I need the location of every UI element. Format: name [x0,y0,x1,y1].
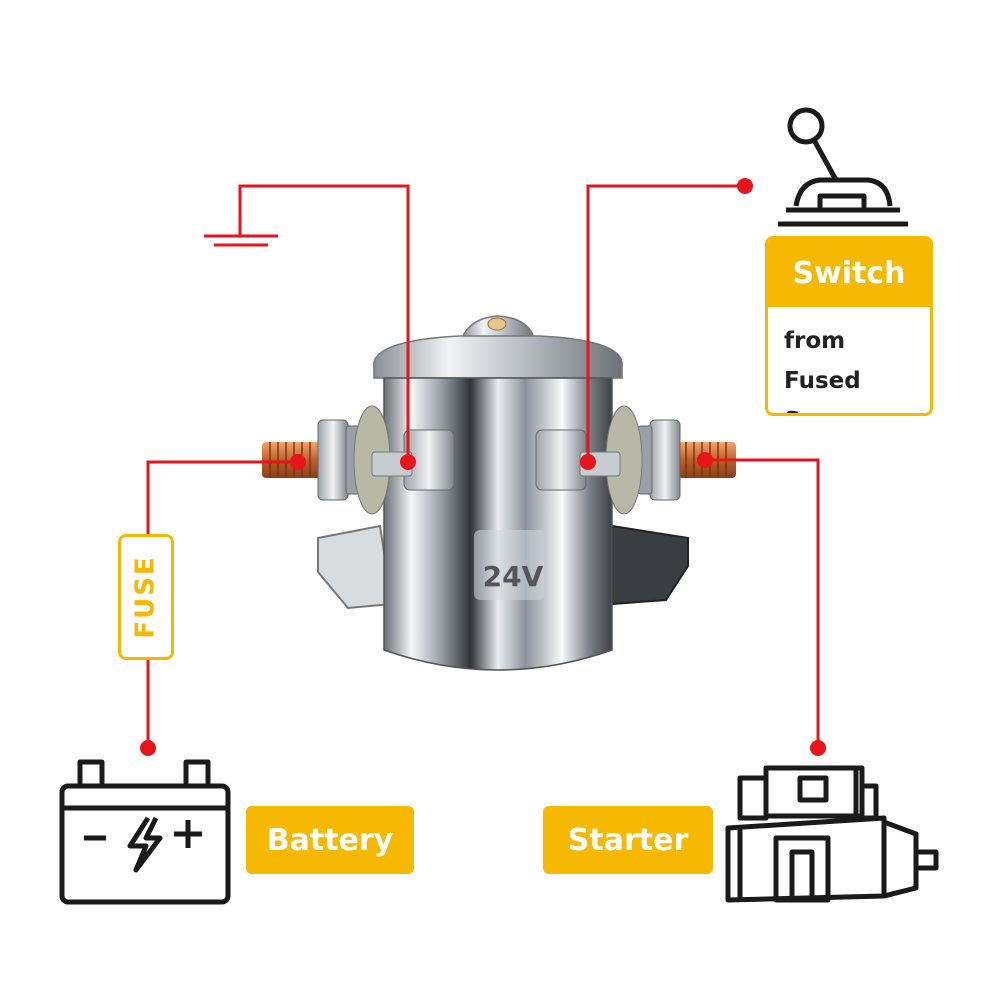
switch-card: Switch from Fused Source [765,236,933,416]
battery-label: Battery [246,806,414,874]
wires [146,184,820,748]
switch-desc-line2: Source [784,401,920,413]
switch-lever-icon [778,107,908,227]
switch-wire [586,184,745,462]
starter-motor-icon [725,765,939,903]
ground-symbol-icon [204,234,278,247]
switch-title: Switch [768,239,930,307]
solenoid-relay-image [262,315,736,671]
ground-wire [238,184,410,462]
starter-label: Starter [543,806,713,874]
battery-icon [59,759,231,905]
fuse-box: FUSE [118,534,174,660]
voltage-label: 24V [482,560,544,593]
switch-desc-line1: from Fused [784,328,861,394]
battery-wire [146,460,298,534]
fuse-label: FUSE [131,555,162,639]
wire-endpoints [140,178,826,756]
starter-wire [705,458,820,748]
